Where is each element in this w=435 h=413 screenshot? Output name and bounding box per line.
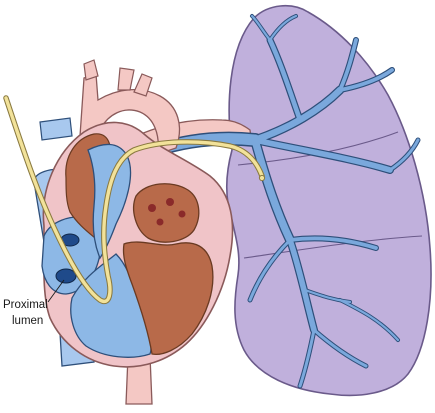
label-line-2: lumen <box>12 315 43 327</box>
aorta-branch-2 <box>117 67 135 91</box>
proximal-lumen-label: Proximal lumen <box>3 279 65 327</box>
pulmonary-vein-2 <box>166 198 174 206</box>
left-ventricle <box>122 241 214 356</box>
left-atrium <box>133 183 200 243</box>
vena-cava-side <box>39 117 73 141</box>
aorta-branch-3 <box>133 73 153 97</box>
catheter <box>3 95 266 305</box>
pulmonary-vein-1 <box>148 204 156 212</box>
catheter-tip <box>258 174 266 182</box>
aortic-arch <box>79 59 181 155</box>
right-lung <box>225 5 432 397</box>
lung-fissure-2 <box>243 235 423 259</box>
catheter-fill <box>4 96 264 304</box>
pulmonary-vein-3 <box>178 210 186 218</box>
pulmonary-vein-4 <box>156 218 164 226</box>
lung-shape <box>225 5 432 397</box>
label-line-1: Proximal <box>3 299 48 311</box>
leader-line <box>47 279 65 303</box>
aorta-branch-1 <box>83 59 99 81</box>
lumen-opening-lower <box>55 268 77 284</box>
heart <box>41 121 234 368</box>
